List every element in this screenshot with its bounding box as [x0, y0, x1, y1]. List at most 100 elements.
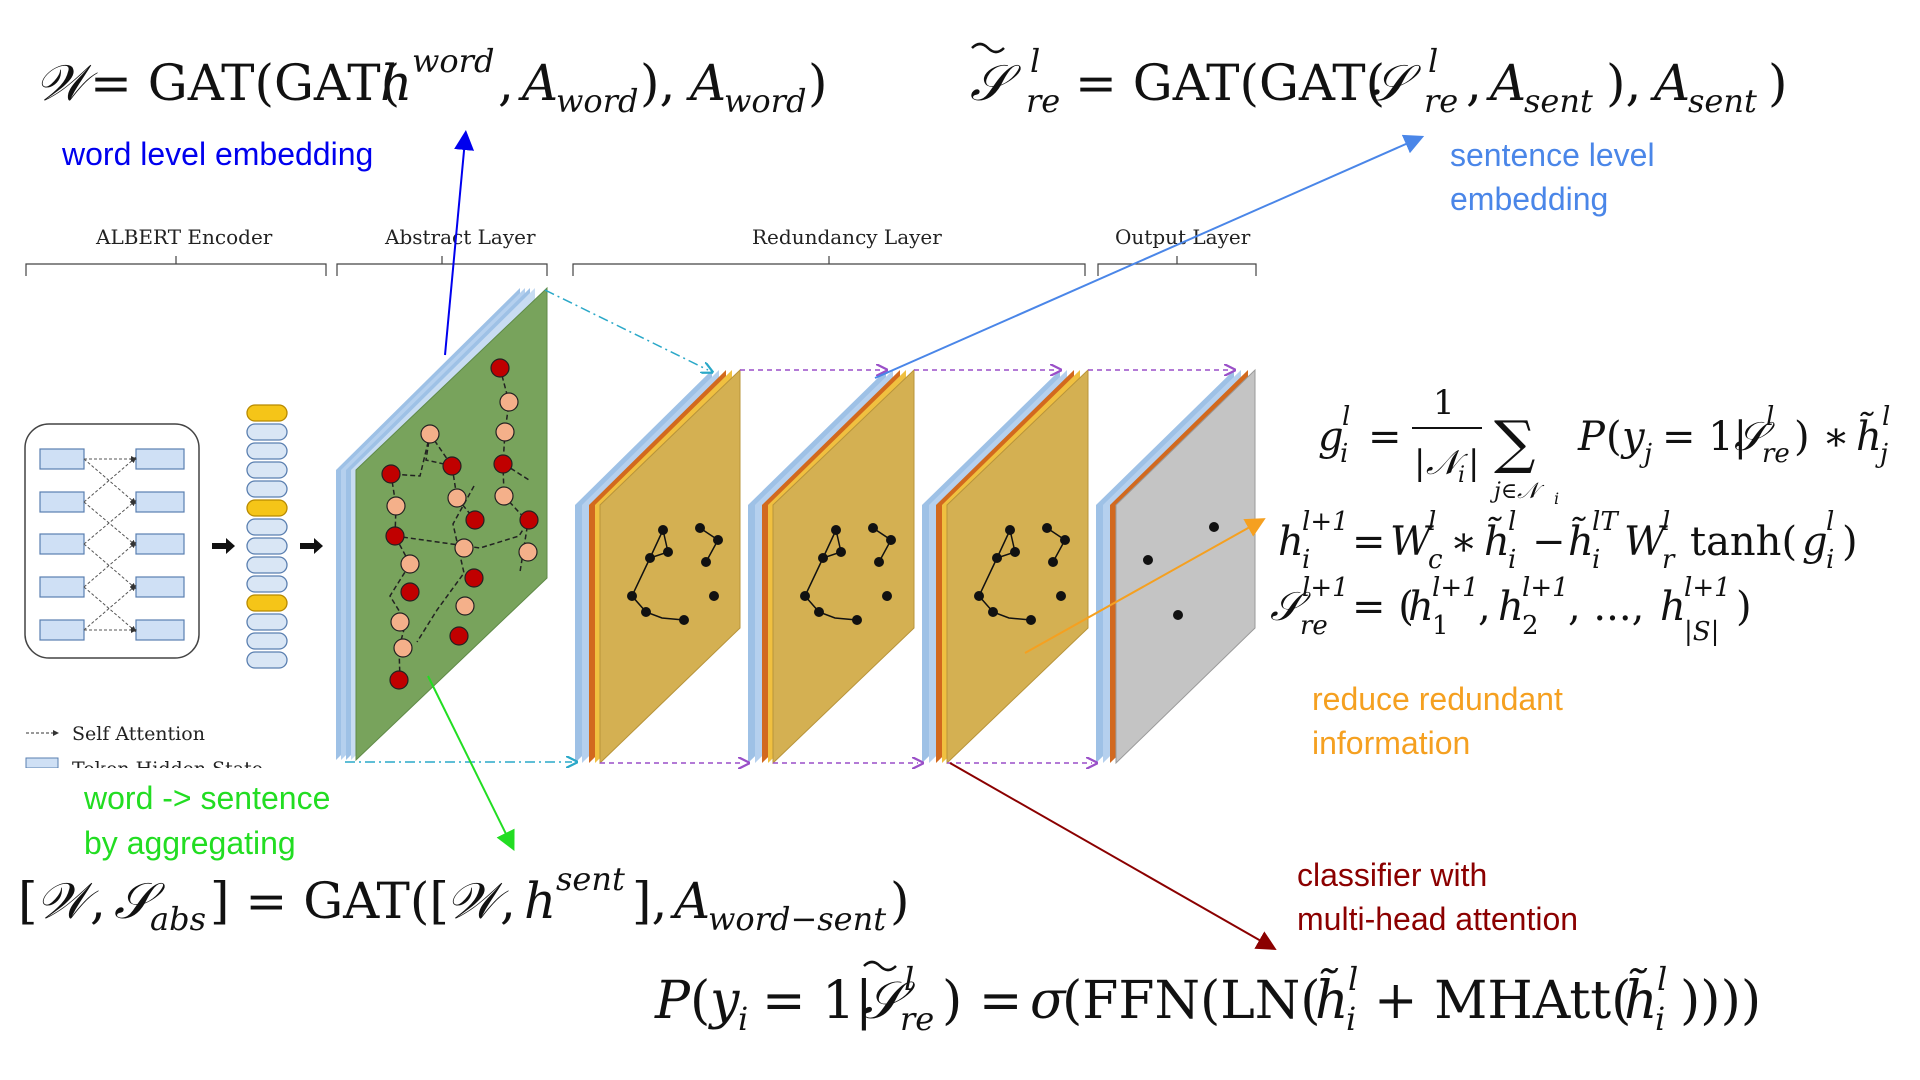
classifier-annotation-2: multi-head attention: [1297, 901, 1578, 937]
classifier-annotation-1: classifier with: [1297, 857, 1487, 893]
svg-text:tanh(: tanh(: [1690, 519, 1797, 565]
svg-text:sent: sent: [1688, 82, 1757, 120]
albert-encoder-box: [24, 423, 200, 659]
svg-text:∑: ∑: [1494, 408, 1535, 476]
svg-text:,: ,: [1478, 584, 1491, 630]
svg-text:|S|: |S|: [1684, 617, 1719, 647]
svg-text:h: h: [380, 54, 412, 112]
equation-word-sentence: [ 𝒲 , 𝒮 abs ] = GAT([ 𝒲 , h sent ], A wo…: [18, 860, 910, 938]
equation-s: 𝒮 l+1 re = ( h l+1 1 , h l+1 2 , ..., h …: [1270, 573, 1752, 647]
redundancy-layer-panel-1: [575, 368, 741, 765]
svg-text:l: l: [1428, 507, 1436, 537]
svg-text:=: =: [1352, 519, 1386, 565]
svg-text:l+1: l+1: [1684, 573, 1731, 603]
svg-text:(FFN(LN(: (FFN(LN(: [1062, 971, 1321, 1031]
svg-text:re: re: [1300, 611, 1328, 641]
svg-text:] = GAT([: ] = GAT([: [210, 872, 449, 930]
svg-text:lT: lT: [1592, 507, 1619, 537]
svg-text:y: y: [708, 971, 740, 1031]
svg-text:i: i: [1592, 545, 1600, 575]
svg-text:l+1: l+1: [1302, 573, 1349, 603]
svg-text:, ...,: , ...,: [1568, 584, 1644, 630]
svg-text:h̃: h̃: [1568, 516, 1594, 565]
word-sentence-annotation-1: word -> sentence: [83, 780, 330, 816]
svg-text:σ: σ: [1030, 971, 1067, 1031]
svg-text:),: ),: [640, 54, 675, 112]
label-output-layer: Output Layer: [1115, 225, 1251, 249]
svg-text:): ): [890, 872, 910, 930]
svg-text:P: P: [654, 971, 691, 1031]
sentence-level-annotation-2: embedding: [1450, 181, 1608, 217]
svg-text:= 1|: = 1|: [762, 971, 873, 1031]
svg-text:): ): [1842, 519, 1858, 565]
svg-text:g: g: [1318, 414, 1344, 460]
svg-text:= 1|: = 1|: [1662, 414, 1747, 460]
classifier-arrow: [949, 762, 1277, 950]
svg-text:h: h: [1498, 584, 1524, 630]
equation-h: h l+1 i = W l c ∗ h̃ l i − h̃ lT i W l r…: [1278, 507, 1858, 575]
reduce-annotation-2: information: [1312, 725, 1470, 761]
svg-text:c: c: [1428, 545, 1443, 575]
svg-text:i: i: [1655, 1000, 1665, 1038]
svg-text:): ): [808, 54, 828, 112]
svg-text:l: l: [1428, 42, 1438, 80]
svg-text:= (: = (: [1352, 584, 1414, 630]
svg-text:,: ,: [498, 54, 514, 112]
word-level-arrow: [444, 130, 475, 356]
section-braces: [25, 256, 1257, 276]
svg-text:i: i: [738, 1000, 748, 1038]
svg-text:W: W: [1624, 519, 1668, 565]
svg-text:|: |: [1414, 443, 1425, 483]
equation-g: g l i = 1 | 𝒩 i | ∑ j∈𝒩 i P ( y j = 1| 𝒮…: [1318, 383, 1890, 508]
word-level-annotation: word level embedding: [61, 136, 373, 172]
svg-text:l: l: [1766, 402, 1774, 432]
svg-text:i: i: [1508, 545, 1516, 575]
svg-text:i: i: [1346, 1000, 1356, 1038]
svg-text:sent: sent: [1524, 82, 1593, 120]
svg-text:+ MHAtt(: + MHAtt(: [1374, 971, 1631, 1031]
svg-text:re: re: [1424, 82, 1458, 120]
svg-text:,: ,: [500, 872, 516, 930]
svg-text:): ): [1768, 54, 1788, 112]
svg-text:abs: abs: [150, 900, 206, 938]
svg-text:1: 1: [1432, 611, 1449, 641]
svg-text:= GAT(GAT(: = GAT(GAT(: [1075, 54, 1385, 112]
svg-text:sent: sent: [556, 860, 625, 898]
svg-text:],: ],: [632, 872, 667, 930]
svg-text:h: h: [1278, 519, 1304, 565]
svg-text:word: word: [556, 82, 638, 120]
word-sentence-arrow: [427, 675, 515, 851]
svg-text:re: re: [1026, 82, 1060, 120]
svg-text:)))): )))): [1680, 971, 1761, 1031]
svg-text:): ): [1736, 584, 1752, 630]
reduce-annotation-1: reduce redundant: [1312, 681, 1563, 717]
svg-text:−: −: [1532, 519, 1566, 565]
reduce-redundant-arrow: [1024, 518, 1266, 654]
svg-text:y: y: [1620, 414, 1646, 460]
equation-sentence-gat: 𝒮 l re = GAT(GAT( 𝒮 l re , A sent ), A s…: [970, 42, 1788, 120]
svg-text:𝒮: 𝒮: [1370, 54, 1422, 112]
svg-text:P: P: [1577, 414, 1606, 460]
svg-text:),: ),: [1606, 54, 1641, 112]
svg-text:2: 2: [1522, 611, 1539, 641]
svg-text:l+1: l+1: [1522, 573, 1569, 603]
flow-arrows: [212, 538, 323, 554]
svg-text:word−sent: word−sent: [708, 900, 886, 938]
svg-text:) =: ) =: [942, 971, 1022, 1031]
svg-text:i: i: [1458, 463, 1465, 488]
svg-text:i: i: [1554, 489, 1559, 508]
svg-text:i: i: [1340, 439, 1348, 469]
svg-text:[: [: [18, 872, 38, 930]
svg-text:word: word: [724, 82, 806, 120]
svg-text:A: A: [1486, 54, 1526, 112]
svg-text:(: (: [690, 971, 710, 1031]
output-layer-panel: [1096, 368, 1256, 765]
svg-text:l: l: [1508, 507, 1516, 537]
svg-text:h: h: [524, 872, 556, 930]
abstract-layer-panel: [336, 286, 548, 762]
svg-text:h: h: [1408, 584, 1434, 630]
redundancy-layer-panel-2: [748, 368, 915, 765]
svg-text:𝒮: 𝒮: [970, 54, 1022, 112]
svg-text:|: |: [1468, 443, 1479, 483]
equation-classifier: P ( y i = 1| 𝒮 l re ) = σ (FFN(LN( h̃ l …: [654, 960, 1761, 1038]
